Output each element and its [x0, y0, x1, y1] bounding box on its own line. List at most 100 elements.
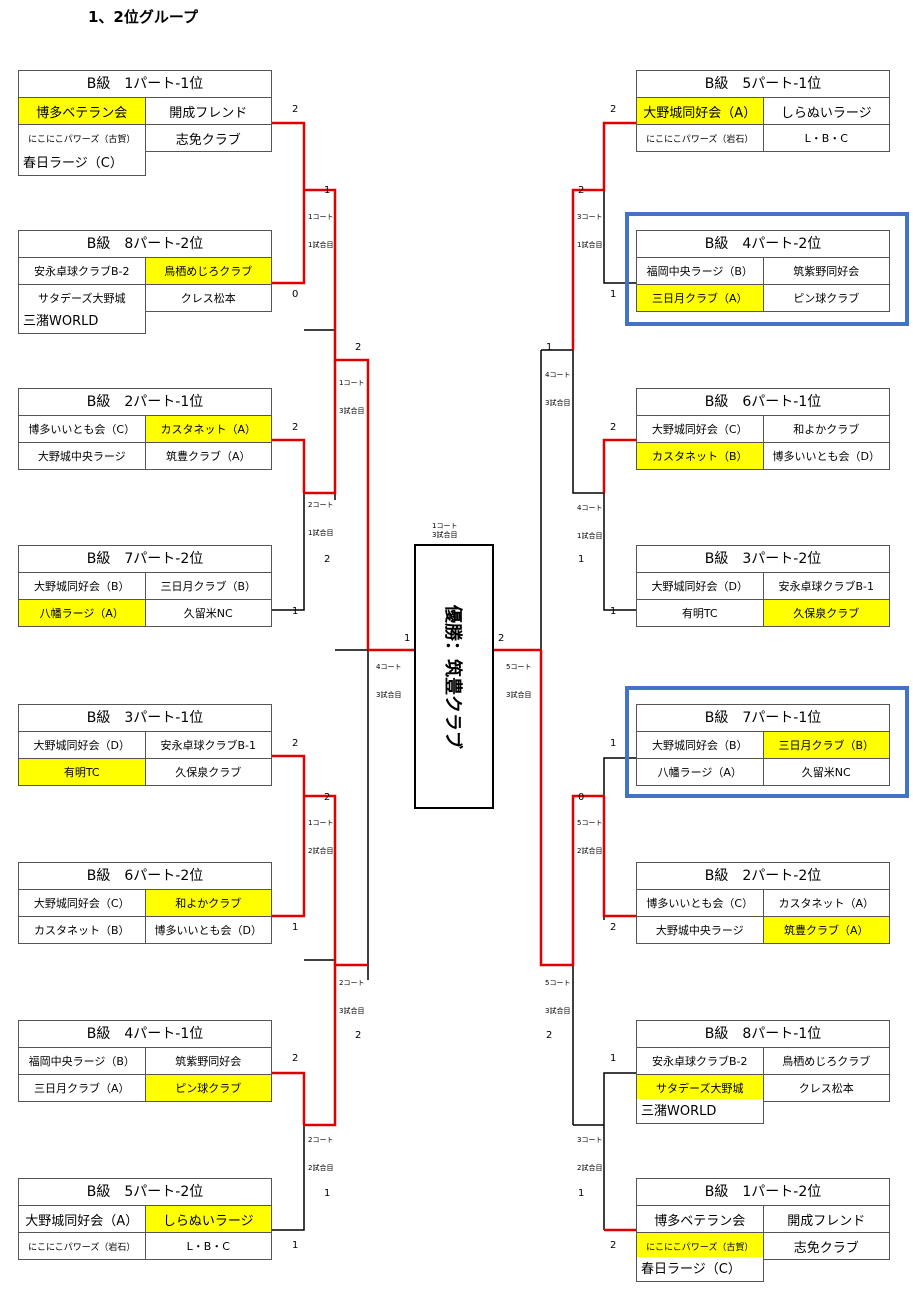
score: 1	[610, 738, 617, 749]
champion-box: 優勝：筑豊クラブ	[414, 544, 494, 809]
team-cell: 大野城同好会（A）	[25, 1213, 139, 1229]
team-cell: 三日月クラブ（A）	[33, 1082, 130, 1095]
team-cell: L・B・C	[144, 1233, 272, 1259]
team-cell: 大野城中央ラージ	[655, 924, 744, 937]
extra-team: 三潴WORLD	[636, 1099, 764, 1124]
team-cell: 久留米NC	[762, 759, 890, 785]
group-header: B級 7パート-2位	[19, 546, 271, 573]
team-cell: サタデーズ大野城	[38, 292, 126, 305]
team-cell: 博多いいとも会（C）	[28, 423, 136, 436]
score: 2	[610, 104, 617, 115]
score: 1	[292, 1240, 299, 1251]
team-cell: 福岡中央ラージ（B）	[646, 265, 753, 278]
score: 2	[292, 1053, 299, 1064]
score: 1	[578, 554, 585, 565]
team-cell: 安永卓球クラブB-2	[651, 1055, 748, 1068]
group-header: B級 2パート-2位	[637, 863, 889, 890]
team-cell: 大野城中央ラージ	[37, 450, 126, 463]
score-final-right: 2	[498, 633, 505, 644]
team-cell: 大野城同好会（B）	[33, 580, 130, 593]
group-header: B級 1パート-1位	[19, 71, 271, 98]
team-cell: 筑豊クラブ（A）	[762, 917, 889, 943]
team-cell: クレス松本	[762, 1075, 890, 1101]
group-header: B級 4パート-2位	[637, 231, 889, 258]
extra-team: 春日ラージ（C）	[18, 151, 146, 176]
team-cell: にこにこパワーズ（古賀）	[637, 1233, 763, 1259]
team-cell: 三日月クラブ（B）	[144, 573, 272, 599]
team-cell: 鳥栖めじろクラブ	[762, 1048, 890, 1074]
right-box-3: B級 6パート-1位 大野城同好会（C）和よかクラブ カスタネット（B）博多いい…	[636, 388, 890, 470]
right-box-6: B級 2パート-2位 博多いいとも会（C）カスタネット（A） 大野城中央ラージ筑…	[636, 862, 890, 944]
score: 0	[578, 792, 585, 803]
score: 0	[292, 289, 299, 300]
team-cell: 大野城同好会（C）	[33, 897, 130, 910]
right-box-2: B級 4パート-2位 福岡中央ラージ（B）筑紫野同好会 三日月クラブ（A）ピン球…	[636, 230, 890, 312]
team-cell: 福岡中央ラージ（B）	[28, 1055, 135, 1068]
group-header: B級 3パート-1位	[19, 705, 271, 732]
group-header: B級 3パート-2位	[637, 546, 889, 573]
team-cell: しらぬいラージ	[144, 1206, 271, 1232]
team-cell: 安永卓球クラブB-1	[762, 573, 890, 599]
team-cell: カスタネット（A）	[144, 416, 271, 442]
score-final-left: 1	[404, 633, 411, 644]
score: 1	[324, 185, 331, 196]
team-cell: にこにこパワーズ（岩石）	[646, 134, 754, 145]
team-cell: ピン球クラブ	[762, 285, 890, 311]
score: 1	[578, 1188, 585, 1199]
extra-team: 三潴WORLD	[18, 309, 146, 334]
group-header: B級 5パート-1位	[637, 71, 889, 98]
group-header: B級 8パート-1位	[637, 1021, 889, 1048]
right-box-8: B級 1パート-2位 博多ベテラン会開成フレンド にこにこパワーズ（古賀）志免ク…	[636, 1178, 890, 1260]
team-cell: 三日月クラブ（A）	[637, 285, 763, 311]
score: 1	[292, 922, 299, 933]
group-header: B級 8パート-2位	[19, 231, 271, 258]
group-header: B級 2パート-1位	[19, 389, 271, 416]
team-cell: しらぬいラージ	[762, 98, 890, 124]
score: 2	[546, 1030, 553, 1041]
focus-highlight-box	[625, 212, 909, 326]
score: 2	[324, 792, 331, 803]
right-box-1: B級 5パート-1位 大野城同好会（A）しらぬいラージ にこにこパワーズ（岩石）…	[636, 70, 890, 152]
team-cell: 筑紫野同好会	[144, 1048, 272, 1074]
score: 2	[610, 1240, 617, 1251]
team-cell: 筑豊クラブ（A）	[144, 443, 272, 469]
score: 2	[292, 104, 299, 115]
group-header: B級 7パート-1位	[637, 705, 889, 732]
team-cell: 志免クラブ	[144, 125, 272, 151]
team-cell: 開成フレンド	[144, 98, 272, 124]
team-cell: 安永卓球クラブB-1	[144, 732, 272, 758]
focus-highlight-box	[625, 686, 909, 798]
team-cell: 和よかクラブ	[144, 890, 271, 916]
team-cell: 久保泉クラブ	[762, 600, 889, 626]
score: 1	[292, 606, 299, 617]
team-cell: 開成フレンド	[762, 1206, 890, 1232]
score: 2	[292, 738, 299, 749]
team-cell: 大野城同好会（C）	[651, 423, 748, 436]
team-cell: 志免クラブ	[762, 1233, 890, 1259]
right-box-5: B級 7パート-1位 大野城同好会（B）三日月クラブ（B） 八幡ラージ（A）久留…	[636, 704, 890, 786]
left-box-3: B級 2パート-1位 博多いいとも会（C） カスタネット（A） 大野城中央ラージ 筑…	[18, 388, 272, 470]
team-cell: カスタネット（A）	[762, 890, 890, 916]
left-box-1: B級 1パート-1位 博多ベテラン会開成フレンド にこにこパワーズ（古賀）志免ク…	[18, 70, 272, 152]
group-header: B級 5パート-2位	[19, 1179, 271, 1206]
team-cell: 博多いいとも会（D）	[144, 917, 272, 943]
team-cell: 大野城同好会（A）	[637, 98, 763, 124]
score: 1	[610, 1053, 617, 1064]
group-header: B級 4パート-1位	[19, 1021, 271, 1048]
team-cell: L・B・C	[762, 125, 890, 151]
team-cell: 大野城同好会（D）	[651, 580, 748, 593]
group-header: B級 6パート-2位	[19, 863, 271, 890]
team-cell: カスタネット（B）	[637, 443, 763, 469]
